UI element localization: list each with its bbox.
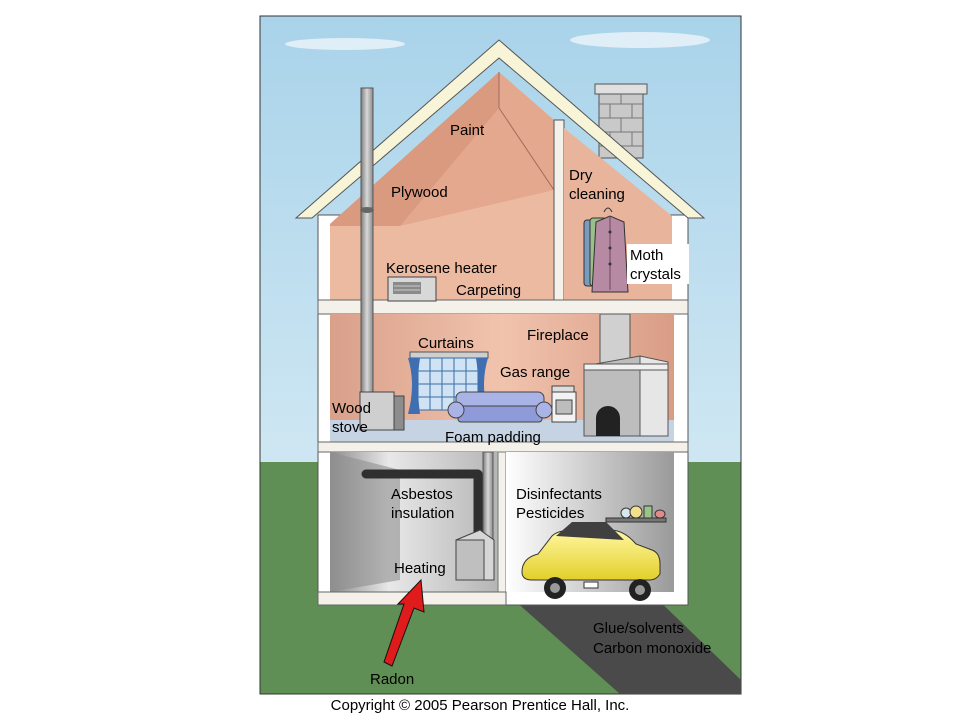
label-asbestos-line2: insulation bbox=[391, 505, 454, 522]
attic-floor bbox=[330, 190, 554, 300]
label-wood-stove-line1: Wood bbox=[332, 400, 371, 417]
label-plywood: Plywood bbox=[391, 184, 448, 201]
label-radon: Radon bbox=[370, 671, 414, 688]
roof bbox=[294, 39, 706, 219]
radon-arrow-icon bbox=[383, 578, 425, 667]
gas-range-icon bbox=[551, 385, 577, 423]
label-heating: Heating bbox=[394, 560, 446, 577]
stove-pipe-upper bbox=[360, 87, 374, 209]
label-dry-cleaning-line2: cleaning bbox=[569, 186, 625, 203]
wood-stove-icon bbox=[359, 391, 405, 431]
label-dry-cleaning-line1: Dry bbox=[569, 167, 593, 184]
label-kerosene-heater: Kerosene heater bbox=[386, 260, 497, 277]
label-asbestos-line1: Asbestos bbox=[391, 486, 453, 503]
label-moth-line2: crystals bbox=[630, 266, 681, 283]
label-carpeting: Carpeting bbox=[456, 282, 521, 299]
driveway bbox=[505, 592, 741, 694]
car-icon bbox=[521, 522, 661, 601]
dry-cleaning-clothes-icon bbox=[583, 207, 629, 293]
label-disinfectants: Disinfectants bbox=[516, 486, 602, 503]
shelf-bottles-icon bbox=[605, 505, 667, 523]
label-foam-padding: Foam padding bbox=[445, 429, 541, 446]
label-wood-stove-line2: stove bbox=[332, 419, 368, 436]
kerosene-heater-icon bbox=[387, 276, 437, 302]
fireplace-icon bbox=[583, 355, 669, 437]
furnace-icon bbox=[455, 529, 495, 581]
label-pesticides: Pesticides bbox=[516, 505, 584, 522]
stove-pipe-lower bbox=[360, 209, 374, 401]
copyright-notice: Copyright © 2005 Pearson Prentice Hall, … bbox=[330, 697, 630, 714]
label-glue-solvents: Glue/solvents bbox=[593, 620, 684, 637]
label-moth-line1: Moth bbox=[630, 247, 663, 264]
label-fireplace: Fireplace bbox=[527, 327, 589, 344]
label-gas-range: Gas range bbox=[500, 364, 570, 381]
fireplace-flue bbox=[599, 313, 631, 365]
label-carbon-monoxide: Carbon monoxide bbox=[593, 640, 711, 657]
label-paint: Paint bbox=[450, 122, 485, 139]
label-curtains: Curtains bbox=[418, 335, 474, 352]
clouds bbox=[285, 32, 710, 50]
couch-icon bbox=[447, 391, 553, 423]
